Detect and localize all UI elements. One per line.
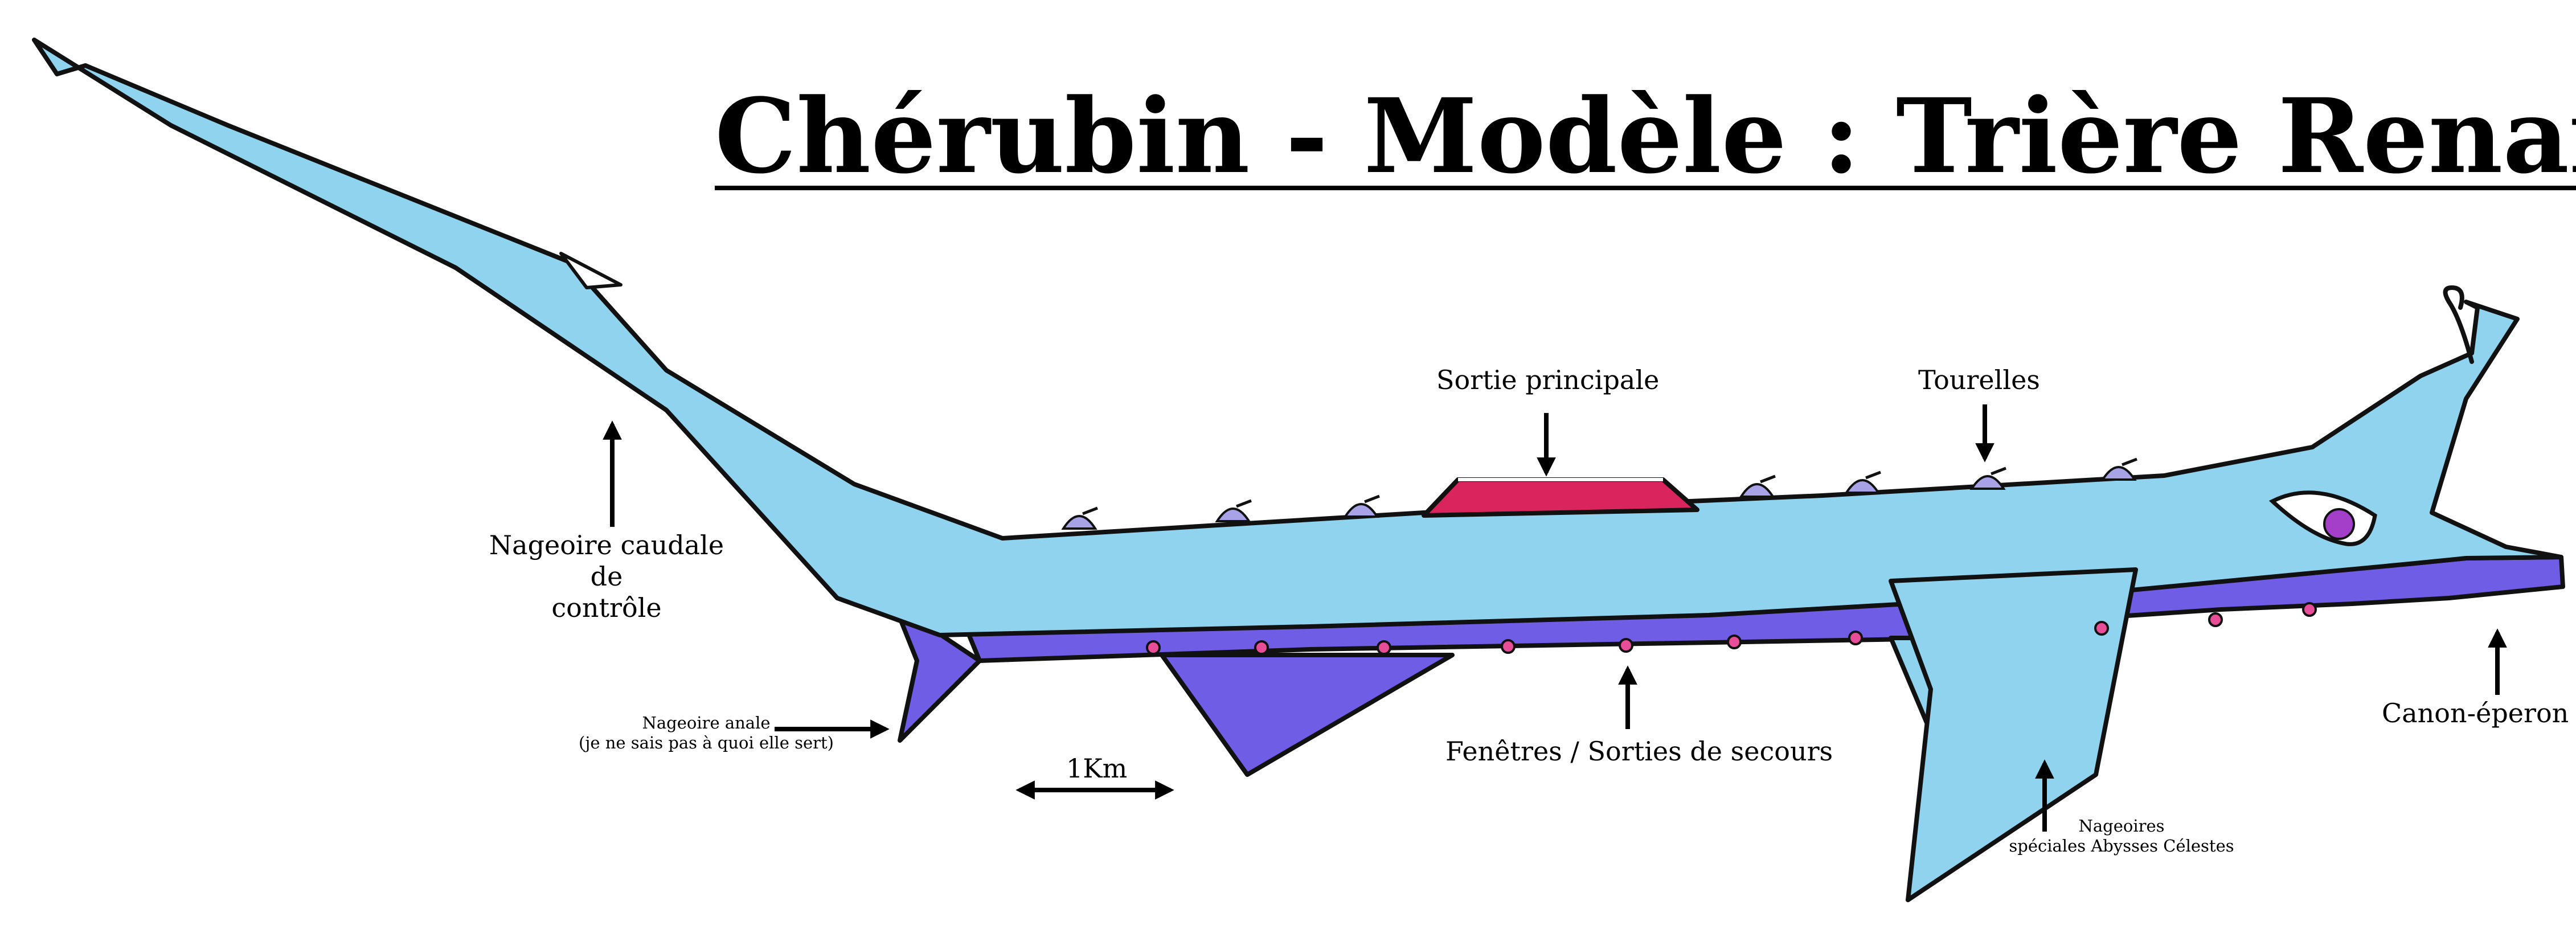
window [2094, 621, 2109, 636]
turret [1215, 499, 1252, 522]
ship-hull [32, 38, 2563, 637]
window [1377, 640, 1391, 655]
window [2302, 602, 2317, 617]
window [1619, 638, 1633, 653]
anal-fin-label-line1: Nageoire anale [642, 713, 771, 732]
scale-label: 1Km [1066, 753, 1128, 784]
ventral-fin [1160, 653, 1455, 777]
eye-iris [2323, 508, 2355, 540]
turret [1061, 506, 1098, 530]
abyss-fins-label-line1: Nageoires [2078, 816, 2165, 836]
turret [1343, 494, 1380, 518]
abyss-fins-label-line2: spéciales Abysses Célestes [2009, 836, 2234, 856]
tail-fin-label-line3: contrôle [551, 592, 662, 624]
window [2208, 612, 2223, 627]
abyss-fin-front [1889, 567, 2138, 902]
window [1254, 640, 1269, 655]
window [1501, 639, 1516, 654]
anal-fin [892, 601, 982, 743]
ram-label: Canon-éperon [2382, 698, 2569, 729]
window [1727, 635, 1742, 649]
tail-fin-label: Nageoire caudale de contrôle [481, 530, 732, 624]
turret [1739, 474, 1776, 498]
window [1848, 631, 1863, 645]
turret [1844, 470, 1881, 494]
tail-notch [559, 252, 623, 289]
head-antenna [2443, 285, 2474, 364]
tail-fin-label-line1: Nageoire caudale [489, 530, 724, 560]
anal-fin-label: Nageoire anale (je ne sais pas à quoi el… [564, 713, 849, 753]
turret [1969, 466, 2006, 490]
main-exit-label: Sortie principale [1436, 365, 1660, 395]
anal-fin-label-line2: (je ne sais pas à quoi elle sert) [579, 732, 834, 752]
main-exit-hatch [1422, 477, 1699, 518]
window [1146, 640, 1161, 655]
page-title: Chérubin - Modèle : Trière Renard [715, 76, 2576, 197]
windows-label: Fenêtres / Sorties de secours [1445, 736, 1833, 767]
abyss-fins-label: Nageoires spéciales Abysses Célestes [1962, 816, 2281, 856]
turret [2100, 457, 2137, 481]
turrets-label: Tourelles [1918, 365, 2040, 395]
tail-fin-label-line2: de [590, 561, 623, 592]
